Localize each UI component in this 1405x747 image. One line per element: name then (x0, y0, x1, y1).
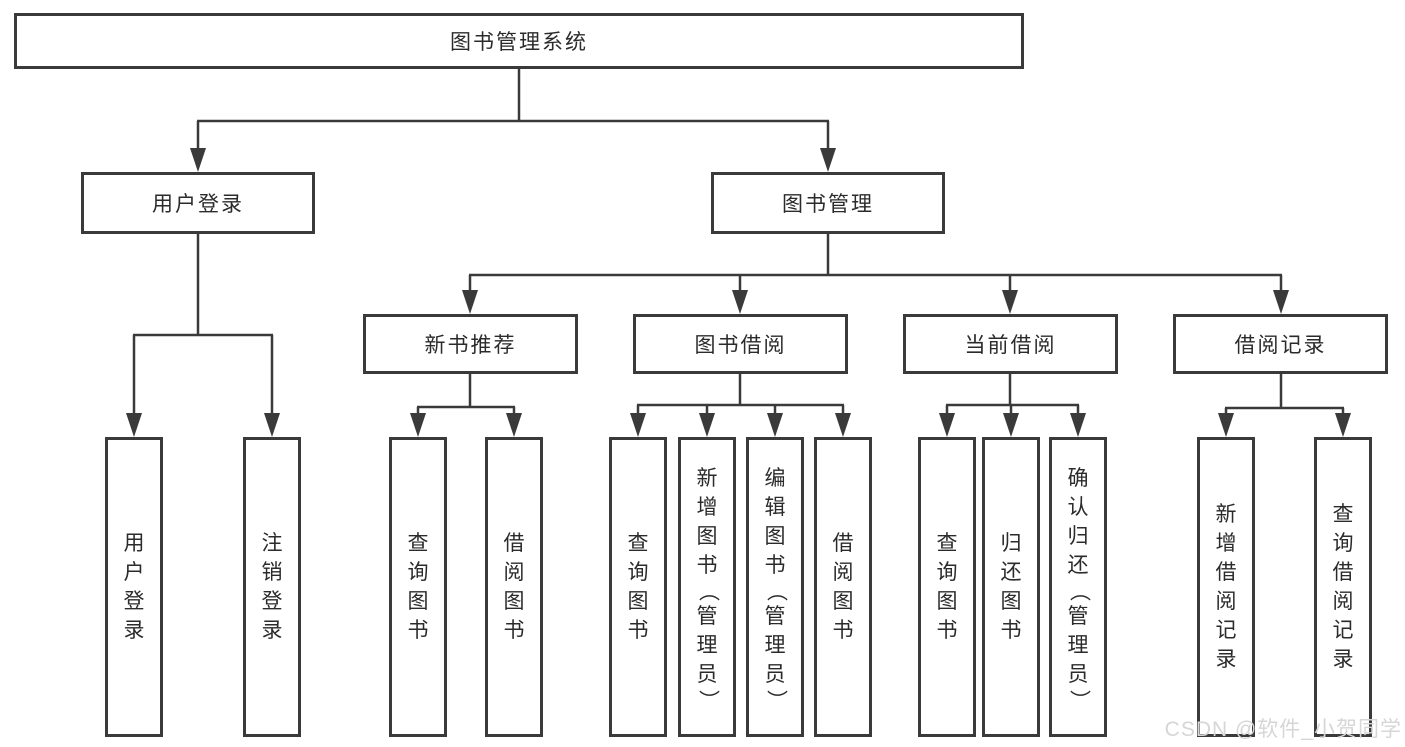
leaf-confirm-return-admin-label: 确认归还（管理员） (1067, 466, 1090, 711)
leaf-user-login: 用户登录 (105, 437, 163, 737)
node-book-borrow-label: 图书借阅 (694, 334, 787, 357)
leaf-query-books-borrow-label: 查询图书 (627, 532, 649, 642)
node-new-book-recommend: 新书推荐 (363, 314, 578, 374)
leaf-borrow-books: 借阅图书 (814, 437, 872, 737)
leaf-add-book-admin: 新增图书（管理员） (678, 437, 736, 737)
node-book-borrow: 图书借阅 (633, 314, 848, 374)
leaf-query-books-recommend-label: 查询图书 (407, 532, 429, 642)
leaf-query-books-current-label: 查询图书 (936, 532, 958, 642)
leaf-confirm-return-admin: 确认归还（管理员） (1049, 437, 1107, 737)
leaf-add-book-admin-label: 新增图书（管理员） (696, 466, 719, 711)
leaf-return-book-label: 归还图书 (1000, 532, 1022, 642)
leaf-logout: 注销登录 (243, 437, 301, 737)
leaf-logout-label: 注销登录 (261, 532, 283, 642)
leaf-add-borrow-record: 新增借阅记录 (1197, 437, 1255, 737)
leaf-borrow-books-recommend: 借阅图书 (485, 437, 543, 737)
node-new-book-recommend-label: 新书推荐 (424, 334, 517, 357)
leaf-edit-book-admin-label: 编辑图书（管理员） (764, 466, 787, 711)
node-root: 图书管理系统 (14, 13, 1024, 69)
leaf-query-books-current: 查询图书 (918, 437, 976, 737)
watermark: CSDN @软件_小贺同学 (1164, 718, 1402, 741)
node-current-borrow-label: 当前借阅 (964, 334, 1057, 357)
leaf-user-login-label: 用户登录 (123, 532, 145, 642)
node-book-mgmt-label: 图书管理 (782, 193, 874, 216)
node-borrow-records-label: 借阅记录 (1234, 334, 1327, 357)
leaf-query-borrow-record: 查询借阅记录 (1314, 437, 1372, 737)
leaf-query-borrow-record-label: 查询借阅记录 (1332, 503, 1354, 671)
leaf-return-book: 归还图书 (982, 437, 1040, 737)
leaf-edit-book-admin: 编辑图书（管理员） (746, 437, 804, 737)
leaf-query-books-recommend: 查询图书 (389, 437, 447, 737)
node-book-mgmt: 图书管理 (711, 172, 945, 234)
node-user-login: 用户登录 (81, 172, 315, 234)
leaf-query-books-borrow: 查询图书 (609, 437, 667, 737)
leaf-borrow-books-label: 借阅图书 (832, 532, 854, 642)
leaf-borrow-books-recommend-label: 借阅图书 (503, 532, 525, 642)
node-user-login-label: 用户登录 (152, 193, 244, 216)
node-current-borrow: 当前借阅 (903, 314, 1118, 374)
node-borrow-records: 借阅记录 (1173, 314, 1388, 374)
leaf-add-borrow-record-label: 新增借阅记录 (1215, 503, 1237, 671)
node-root-label: 图书管理系统 (450, 31, 588, 54)
